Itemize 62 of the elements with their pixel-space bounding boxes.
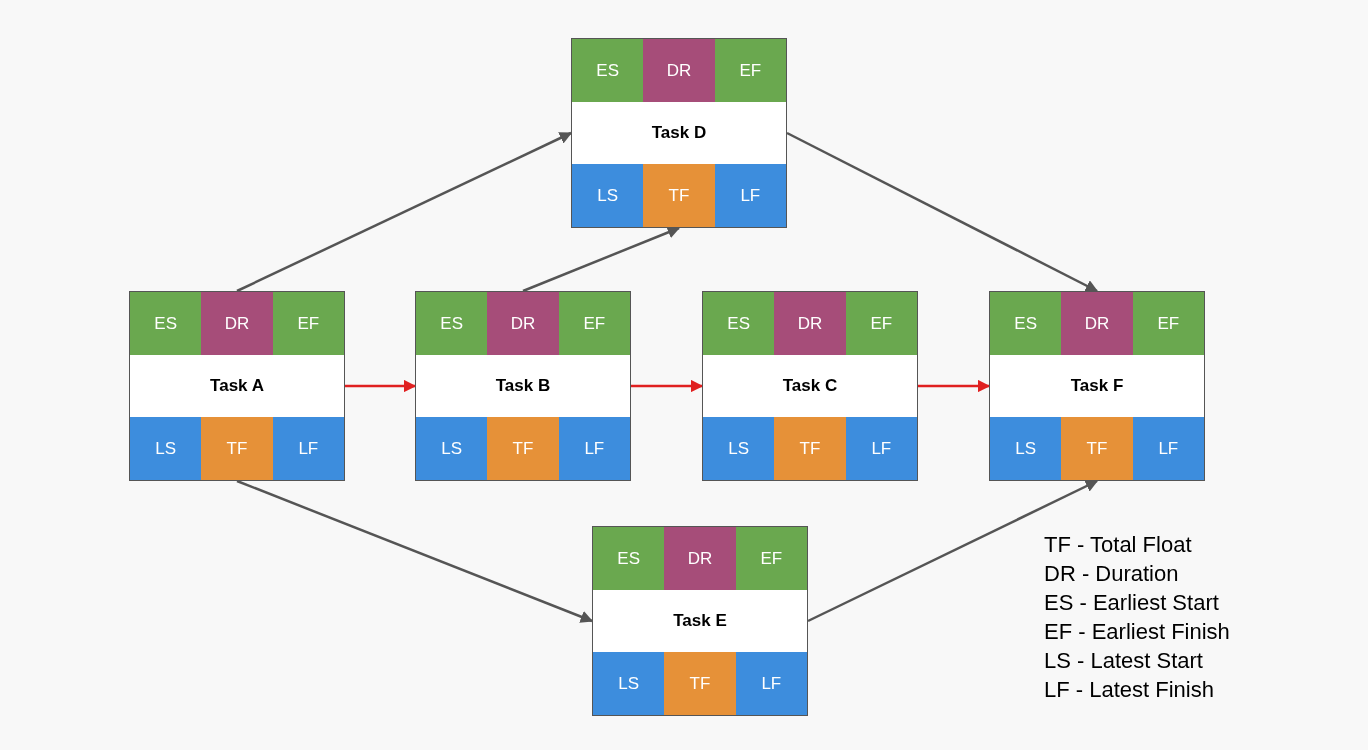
arrow [522, 226, 681, 293]
arrow [236, 479, 594, 623]
task-name-cell: Task E [593, 589, 807, 653]
es-cell: ES [990, 292, 1062, 355]
dr-cell: DR [487, 292, 559, 355]
legend-text: ES - Earliest Start [1044, 589, 1220, 617]
lf-cell: LF [272, 417, 344, 480]
legend-text: DR - Duration [1044, 560, 1180, 588]
ef-cell: EF [845, 292, 917, 355]
ef-cell: EF [272, 292, 344, 355]
es-cell: ES [593, 527, 665, 590]
legend-text: EF - Earliest Finish [1044, 618, 1230, 646]
ls-cell: LS [572, 164, 644, 227]
task-card [571, 38, 787, 228]
task-card [129, 291, 345, 481]
tf-cell: TF [487, 417, 559, 480]
es-cell: ES [416, 292, 488, 355]
task-card [989, 291, 1205, 481]
tf-cell: TF [664, 652, 736, 715]
legend-text: LF - Latest Finish [1044, 676, 1215, 704]
task-card [592, 526, 808, 716]
ef-cell: EF [714, 39, 786, 102]
tf-cell: TF [1061, 417, 1133, 480]
task-name-cell: Task D [572, 101, 786, 165]
task-card [702, 291, 918, 481]
lf-cell: LF [845, 417, 917, 480]
es-cell: ES [572, 39, 644, 102]
lf-cell: LF [714, 164, 786, 227]
dr-cell: DR [1061, 292, 1133, 355]
task-name-cell: Task F [990, 354, 1204, 418]
ef-cell: EF [1132, 292, 1204, 355]
ls-cell: LS [416, 417, 488, 480]
arrow [807, 479, 1099, 623]
ls-cell: LS [130, 417, 202, 480]
arrow [786, 131, 1099, 293]
arrow [236, 131, 573, 293]
ef-cell: EF [735, 527, 807, 590]
arrow [345, 379, 417, 393]
es-cell: ES [703, 292, 775, 355]
dr-cell: DR [201, 292, 273, 355]
ls-cell: LS [703, 417, 775, 480]
lf-cell: LF [558, 417, 630, 480]
ef-cell: EF [558, 292, 630, 355]
dr-cell: DR [643, 39, 715, 102]
es-cell: ES [130, 292, 202, 355]
tf-cell: TF [643, 164, 715, 227]
lf-cell: LF [735, 652, 807, 715]
tf-cell: TF [201, 417, 273, 480]
dr-cell: DR [774, 292, 846, 355]
tf-cell: TF [774, 417, 846, 480]
arrow [918, 379, 991, 393]
ls-cell: LS [593, 652, 665, 715]
lf-cell: LF [1132, 417, 1204, 480]
task-card [415, 291, 631, 481]
task-name-cell: Task A [130, 354, 344, 418]
legend-text: LS - Latest Start [1044, 647, 1204, 675]
arrow [631, 379, 704, 393]
task-name-cell: Task B [416, 354, 630, 418]
task-name-cell: Task C [703, 354, 917, 418]
ls-cell: LS [990, 417, 1062, 480]
legend-text: TF - Total Float [1044, 531, 1193, 559]
dr-cell: DR [664, 527, 736, 590]
